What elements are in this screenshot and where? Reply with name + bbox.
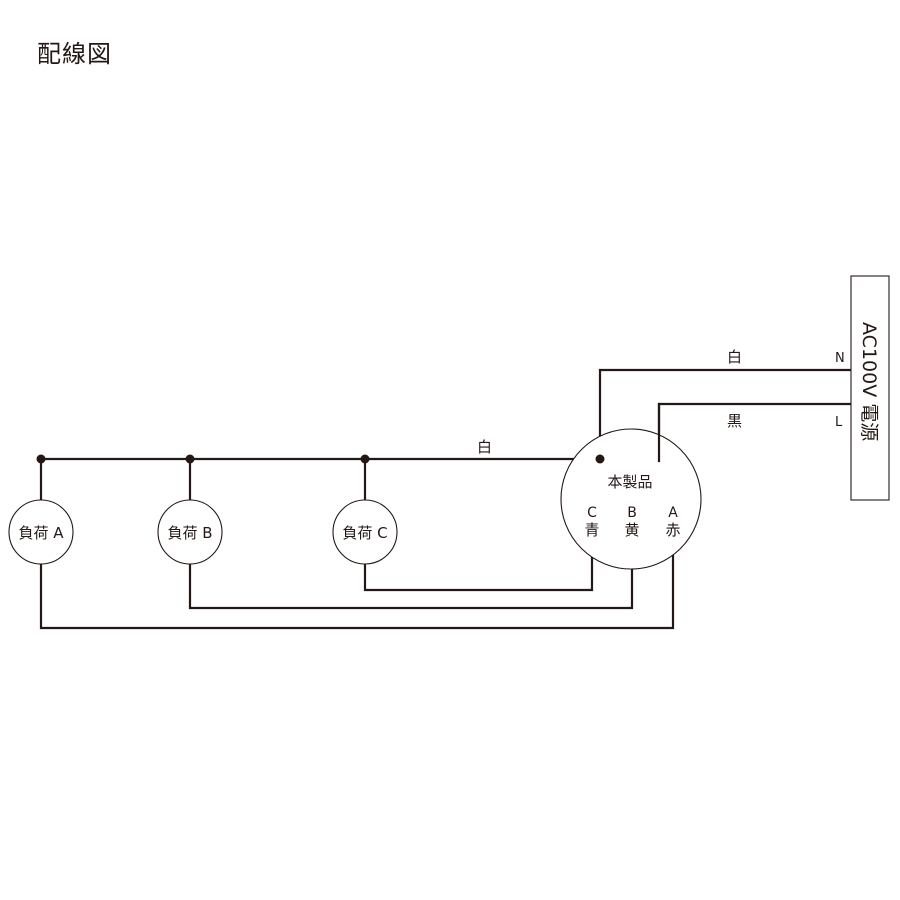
power-source-label: AC100V 電源 xyxy=(858,322,880,441)
terminal-a-color: 赤 xyxy=(665,521,680,539)
terminal-c-letter: C xyxy=(587,505,597,521)
load-c-circle xyxy=(332,499,398,565)
junction-dot-c xyxy=(360,454,370,464)
live-black-wire xyxy=(657,402,853,463)
neutral-white-label: 白 xyxy=(727,348,742,366)
live-black-label: 黒 xyxy=(727,412,742,430)
terminal-b-color: 黄 xyxy=(624,521,639,539)
terminal-c-color: 青 xyxy=(584,521,599,539)
product-circle xyxy=(560,428,702,570)
page-title: 配線図 xyxy=(37,40,112,68)
load-a-label: 負荷 A xyxy=(18,524,64,542)
yellow-wire-b xyxy=(188,536,634,610)
junction-dot-b xyxy=(185,454,195,464)
load-b-circle xyxy=(157,499,223,565)
terminal-b-letter: B xyxy=(627,505,637,521)
terminal-n-label: N xyxy=(835,351,845,366)
blue-wire-c xyxy=(363,536,594,592)
bus-white-label: 白 xyxy=(477,438,492,456)
terminal-l-label: L xyxy=(835,415,843,430)
terminal-a-letter: A xyxy=(668,505,678,521)
product-label: 本製品 xyxy=(607,473,652,491)
load-b-label: 負荷 B xyxy=(167,524,212,542)
neutral-white-wire xyxy=(598,368,853,461)
power-source-box xyxy=(850,275,890,501)
product-junction-dot xyxy=(595,454,605,464)
load-c-label: 負荷 C xyxy=(342,524,387,542)
red-wire-a xyxy=(39,536,675,630)
load-a-circle xyxy=(8,499,74,565)
junction-dot-a xyxy=(36,454,46,464)
